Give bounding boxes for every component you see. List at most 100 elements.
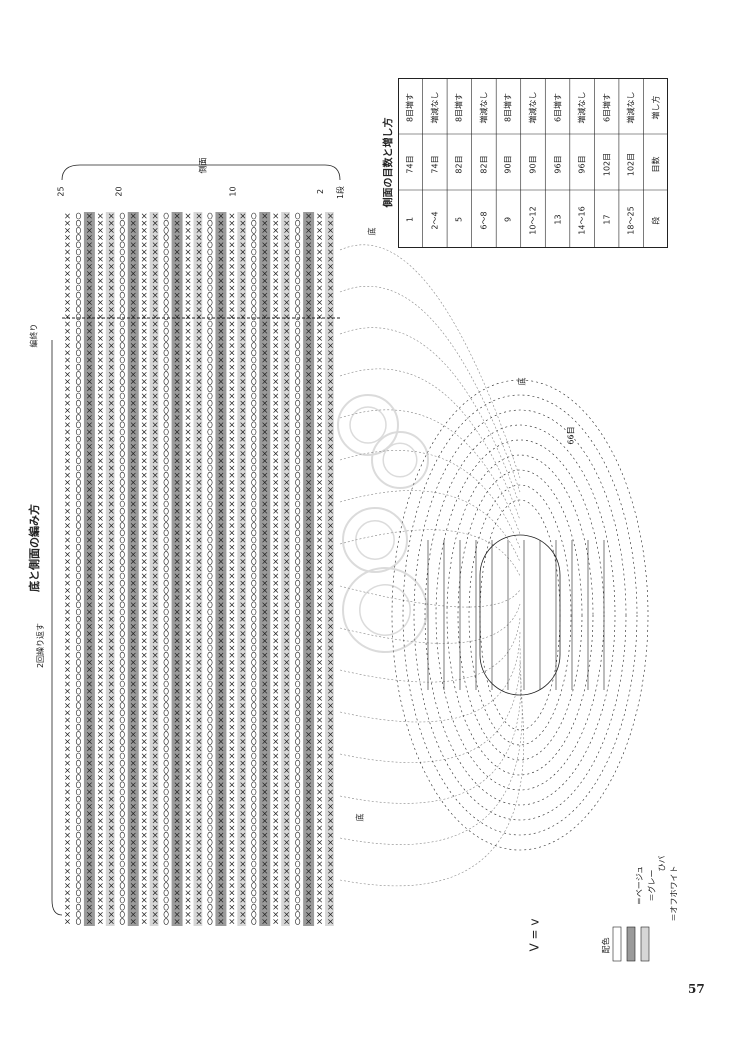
stitch-x (240, 883, 246, 889)
stitch-oval (75, 853, 81, 861)
stitch-x (262, 256, 268, 262)
stitch-oval (295, 853, 301, 861)
stitch-oval (295, 241, 301, 249)
stitch-oval (119, 529, 125, 537)
stitch-x (306, 292, 312, 298)
stitch-x (65, 602, 70, 608)
table-cell: 増減なし (430, 91, 440, 124)
guide-lines (339, 244, 524, 887)
stitch-oval (163, 421, 169, 429)
stitch-x (240, 400, 246, 406)
stitch-oval (119, 378, 125, 385)
stitch-x (262, 847, 268, 853)
stitch-x (152, 911, 158, 917)
stitch-x (229, 595, 235, 601)
stitch-oval (295, 860, 301, 868)
stitch-oval (207, 507, 213, 515)
stitch-x (130, 904, 136, 910)
stitch-x (273, 839, 279, 845)
stitch-x (185, 213, 191, 219)
stitch-x (306, 911, 312, 917)
stitch-x (317, 832, 323, 838)
stitch-oval (75, 738, 81, 745)
guide-curve (339, 490, 521, 563)
stitch-x (306, 465, 312, 471)
stitch-oval (251, 774, 257, 781)
stitch-x (240, 847, 246, 853)
stitch-x (152, 357, 158, 363)
stitch-x (262, 400, 268, 406)
stitch-oval (75, 601, 81, 609)
stitch-x (108, 537, 114, 543)
stitch-oval (75, 572, 81, 580)
stitch-oval (119, 248, 125, 256)
stitch-x (240, 688, 246, 694)
stitch-x (86, 386, 92, 392)
table-grid (398, 78, 668, 248)
stitch-x (97, 285, 103, 291)
stitch-x (174, 731, 180, 737)
stitch-x (284, 724, 290, 730)
stitch-x (174, 393, 180, 399)
stitch-oval (119, 565, 125, 573)
stitch-x (141, 523, 147, 529)
stitch-x (262, 407, 268, 413)
stitch-x (152, 285, 158, 291)
stitch-x (130, 847, 136, 853)
stitch-oval (119, 471, 125, 479)
stitch-x (185, 249, 191, 255)
stitch-x (317, 436, 323, 442)
stitch-x (273, 371, 279, 377)
stitch-oval (207, 781, 213, 789)
stitch-x (130, 883, 136, 889)
stitch-x (306, 278, 312, 284)
stitch-x (240, 789, 246, 795)
stitch-x (86, 868, 92, 874)
stitch-x (240, 271, 246, 277)
stitch-oval (207, 399, 213, 407)
stitch-x (130, 220, 136, 226)
stitch-x (141, 393, 147, 399)
stitch-x (273, 451, 279, 457)
stitch-x (108, 573, 114, 579)
stitch-x (306, 220, 312, 226)
stitch-oval (163, 824, 169, 832)
stitch-x (65, 731, 70, 737)
stitch-oval (75, 450, 81, 457)
stitch-x (317, 753, 323, 759)
stitch-x (174, 407, 180, 413)
stitch-x (108, 681, 114, 687)
stitch-x (97, 775, 103, 781)
stitch-x (229, 523, 235, 529)
stitch-x (218, 688, 224, 694)
stitch-x (86, 839, 92, 845)
stitch-x (273, 674, 279, 680)
stitch-x (218, 458, 224, 464)
stitch-x (328, 897, 333, 903)
stitch-oval (295, 745, 301, 753)
stitch-oval (295, 371, 301, 378)
guide-curve (339, 286, 521, 493)
stitch-x (284, 443, 290, 449)
stitch-x (229, 242, 235, 248)
stitch-x (218, 832, 224, 838)
stitch-x (229, 551, 235, 557)
stitch-x (284, 343, 290, 349)
stitch-x (97, 299, 103, 305)
stitch-x (196, 422, 202, 428)
stitch-x (317, 580, 323, 586)
stitch-x (273, 278, 279, 284)
stitch-x (218, 213, 224, 219)
stitch-x (328, 911, 333, 917)
table-cell: 96目 (577, 155, 587, 174)
stitch-x (97, 731, 103, 737)
stitch-oval (119, 853, 125, 861)
stitch-x (108, 652, 114, 658)
stitch-x (284, 897, 290, 903)
stitch-x (240, 890, 246, 896)
stitch-x (328, 739, 333, 745)
stitch-x (328, 350, 333, 356)
stitch-x (229, 767, 235, 773)
stitch-x (196, 307, 202, 313)
stitch-x (229, 782, 235, 788)
